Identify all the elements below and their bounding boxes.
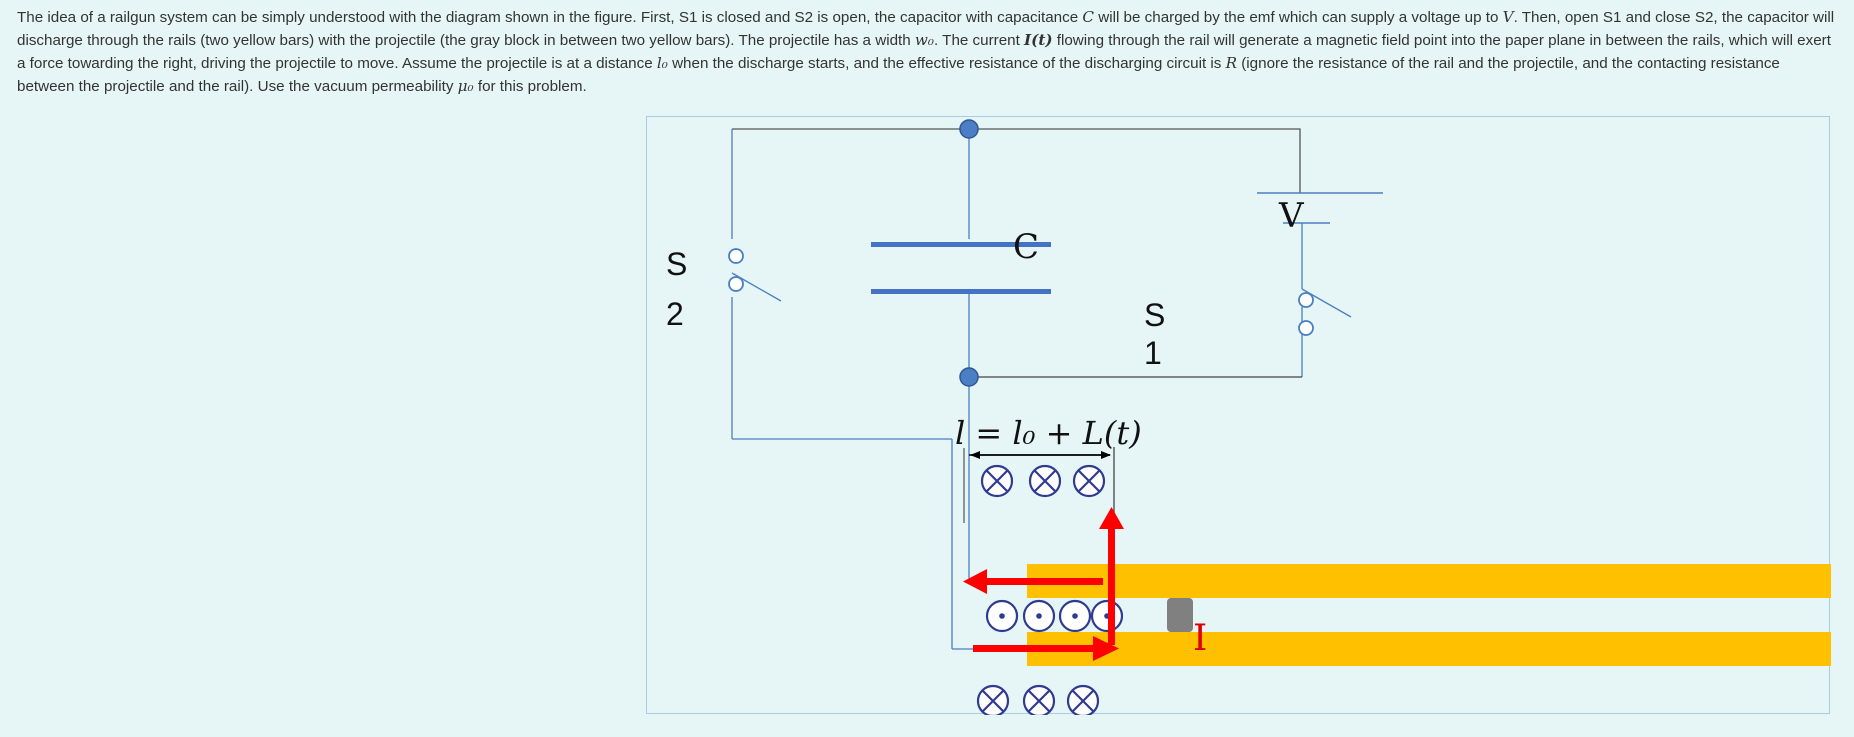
switch-contacts <box>728 248 1314 336</box>
length-label: l = l₀ + L(t) <box>955 414 1142 452</box>
resistance-symbol: R <box>1225 54 1238 72</box>
field-out-of-page-symbols <box>985 599 1124 633</box>
switch1-label-num: 1 <box>1144 335 1162 371</box>
railgun-diagram: C V S 2 S 1 l = l₀ + L(t) I <box>646 116 1831 715</box>
text-part: for this problem. <box>473 78 587 95</box>
voltage-symbol: V <box>1502 8 1514 26</box>
text-part: . Then, open S1 and close S2, the capaci… <box>17 9 1835 49</box>
switch2-label-num: 2 <box>666 296 684 332</box>
permeability-symbol: μ₀ <box>457 77 474 95</box>
field-into-page-symbols <box>976 464 1106 715</box>
junction-node-top <box>959 119 979 139</box>
width-symbol: w₀ <box>914 31 934 49</box>
capacitor-label: C <box>1013 227 1039 267</box>
projectile <box>1167 598 1193 632</box>
battery-label: V <box>1278 196 1305 236</box>
text-part: . The current <box>934 32 1025 49</box>
capacitor-plate-top <box>871 242 1051 247</box>
capacitor-plate-bottom <box>871 289 1051 294</box>
switch1-label-s: S <box>1144 297 1165 333</box>
text-part: (ignore the resistance of the rail and t… <box>17 55 1780 95</box>
current-arrows <box>963 507 1124 661</box>
junction-node-bottom <box>959 367 979 387</box>
distance-symbol: l₀ <box>656 54 668 72</box>
text-part: when the discharge starts, and the effec… <box>667 55 1226 72</box>
text-part: will be charged by the emf which can sup… <box>1094 9 1503 26</box>
problem-statement: The idea of a railgun system can be simp… <box>17 6 1837 98</box>
upper-rail <box>1027 564 1831 598</box>
text-part: flowing through the rail will generate a… <box>17 32 1831 72</box>
switch2-label-s: S <box>666 246 687 282</box>
text-part: The idea of a railgun system can be simp… <box>17 9 1083 26</box>
current-symbol: I(t) <box>1024 31 1053 49</box>
capacitance-symbol: C <box>1082 8 1095 26</box>
current-label: I <box>1193 618 1207 659</box>
length-dimension <box>963 448 1111 523</box>
lower-rail <box>1027 632 1831 666</box>
